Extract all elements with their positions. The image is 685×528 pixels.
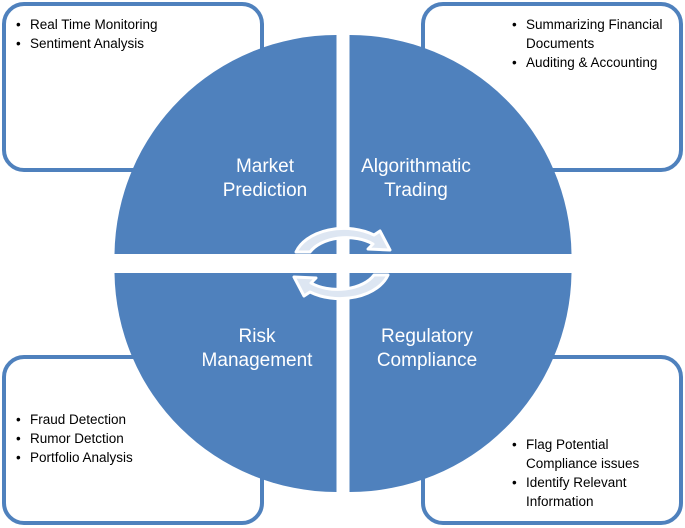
market-prediction-label: Market Prediction — [175, 155, 355, 203]
algorithmatic-trading-label: Algorithmatic Trading — [326, 155, 506, 203]
market-prediction-list: Real Time Monitoring Sentiment Analysis — [16, 15, 158, 53]
counterclockwise-arrow-icon — [292, 273, 390, 301]
risk-management-label: Risk Management — [167, 325, 347, 373]
list-item: Portfolio Analysis — [16, 448, 133, 467]
market-prediction-segment — [114, 34, 337, 254]
list-item: Sentiment Analysis — [16, 34, 158, 53]
cycle-arrows-icon — [292, 226, 392, 301]
market-prediction-label-line1: Market — [235, 156, 295, 177]
list-item: Flag Potential Compliance issues — [512, 435, 677, 473]
regulatory-compliance-label-line1: Regulatory — [381, 326, 473, 347]
algorithmatic-trading-segment — [349, 34, 572, 254]
list-item: Rumor Detction — [16, 429, 133, 448]
list-item: Identify Relevant Information — [512, 473, 677, 511]
regulatory-compliance-segment — [349, 273, 572, 492]
regulatory-compliance-label: Regulatory Compliance — [337, 325, 517, 373]
clockwise-arrow-icon — [294, 226, 392, 254]
market-prediction-label-line2: Prediction — [222, 180, 308, 201]
algorithmatic-trading-label-line2: Trading — [384, 180, 448, 201]
list-item: Summarizing Financial Documents — [512, 15, 677, 53]
risk-management-label-line1: Risk — [238, 326, 276, 347]
risk-management-segment — [114, 273, 337, 492]
list-item: Fraud Detection — [16, 410, 133, 429]
algorithmatic-trading-list: Summarizing Financial Documents Auditing… — [512, 15, 677, 72]
algorithmatic-trading-label-line1: Algorithmatic — [361, 156, 471, 177]
list-item: Auditing & Accounting — [512, 53, 677, 72]
risk-management-label-line2: Management — [201, 350, 313, 371]
risk-management-list: Fraud Detection Rumor Detction Portfolio… — [16, 410, 133, 467]
regulatory-compliance-label-line2: Compliance — [376, 350, 478, 371]
regulatory-compliance-list: Flag Potential Compliance issues Identif… — [512, 435, 677, 511]
list-item: Real Time Monitoring — [16, 15, 158, 34]
